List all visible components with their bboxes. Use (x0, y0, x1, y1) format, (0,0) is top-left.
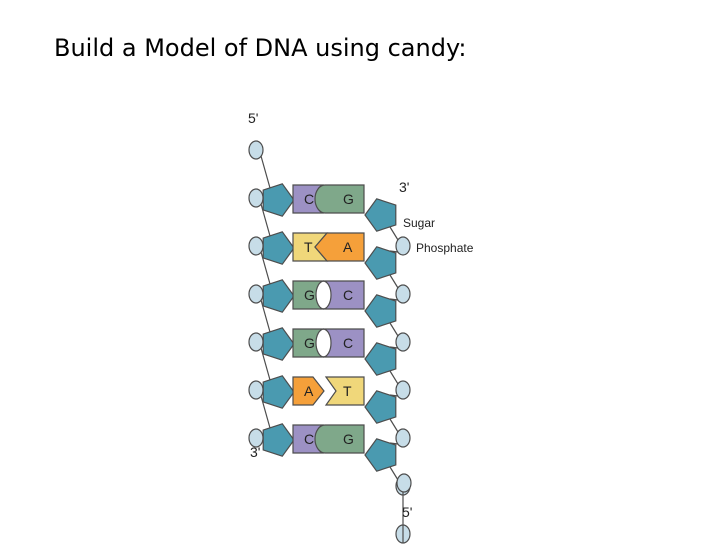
sugar-right (364, 342, 397, 376)
bond-left (260, 299, 271, 333)
phosphate-right (395, 380, 411, 400)
bond-left (260, 395, 271, 429)
bond-right (389, 370, 399, 385)
base-letter-left: G (304, 335, 315, 351)
bond-right (389, 466, 399, 481)
bond-left (260, 251, 271, 285)
sugar-left (262, 279, 295, 313)
bond-right (389, 322, 399, 337)
sugar-left (262, 231, 295, 265)
phosphate-right (396, 473, 412, 493)
bond-right (389, 226, 399, 241)
base-letter-right: T (343, 383, 352, 399)
base-right (314, 184, 365, 214)
base-right (322, 280, 365, 310)
base-letter-left: C (304, 191, 314, 207)
label-right-bottom: 5' (402, 504, 412, 520)
base-letter-left: T (304, 239, 313, 255)
slide-title: Build a Model of DNA using candy: (54, 34, 467, 62)
label-left-top: 5' (248, 110, 258, 126)
phosphate-left (248, 380, 264, 400)
base-letter-right: G (343, 191, 354, 207)
sugar-right (364, 246, 397, 280)
base-letter-right: C (343, 335, 353, 351)
sugar-left (262, 183, 295, 217)
bond-right (389, 418, 399, 433)
bond-right (389, 274, 399, 289)
sugar-left (262, 327, 295, 361)
phosphate-left (248, 236, 264, 256)
base-letter-left: C (304, 431, 314, 447)
base-right (322, 328, 365, 358)
phosphate-left (248, 284, 264, 304)
base-letter-right: G (343, 431, 354, 447)
base-right (314, 424, 365, 454)
sugar-left (262, 423, 295, 457)
bond-left (260, 155, 271, 189)
phosphate-right (395, 236, 411, 256)
bond-left (260, 347, 271, 381)
sugar-left (262, 375, 295, 409)
base-right (314, 232, 365, 262)
base-right (324, 376, 365, 406)
label-left-bottom: 3' (250, 444, 260, 460)
bond-left (260, 203, 271, 237)
sugar-right (364, 294, 397, 328)
label-right-top: 3' (399, 179, 409, 195)
label-sugar: Sugar (403, 216, 435, 230)
base-letter-right: A (343, 239, 353, 255)
phosphate-right (395, 332, 411, 352)
phosphate-left (248, 188, 264, 208)
phosphate-left (248, 332, 264, 352)
sugar-right (364, 438, 397, 472)
backbones (248, 140, 412, 544)
phosphate-left (248, 428, 264, 448)
phosphate-left (248, 140, 264, 160)
base-letter-left: G (304, 287, 315, 303)
phosphate-right (395, 428, 411, 448)
base-letter-right: C (343, 287, 353, 303)
sugar-right (364, 198, 397, 232)
sugar-right (364, 390, 397, 424)
base-left (292, 376, 325, 406)
label-phosphate: Phosphate (416, 241, 474, 255)
base-letter-left: A (304, 383, 314, 399)
phosphate-right (395, 284, 411, 304)
